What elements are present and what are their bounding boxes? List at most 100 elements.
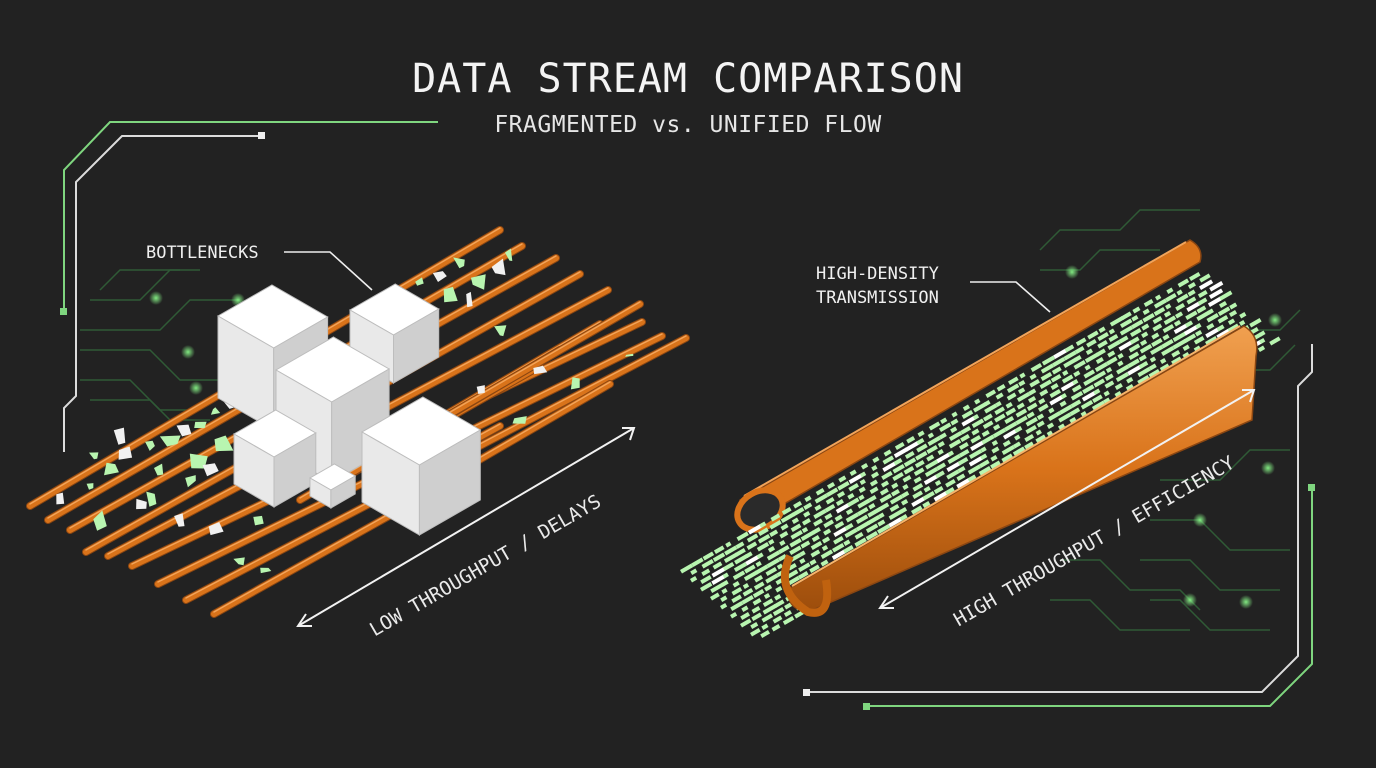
packet xyxy=(743,570,759,581)
packet xyxy=(813,508,827,519)
packet-fragment xyxy=(189,453,208,469)
packet xyxy=(1140,339,1148,346)
circuit-node-glow xyxy=(189,381,203,395)
packet xyxy=(787,563,797,571)
packet xyxy=(960,434,970,442)
packet xyxy=(928,421,941,431)
packet xyxy=(1162,324,1175,333)
packet xyxy=(847,497,860,507)
packet xyxy=(1001,445,1015,455)
packet-fragment xyxy=(202,463,219,477)
packet xyxy=(1183,333,1197,343)
packet xyxy=(854,532,864,540)
packet xyxy=(916,443,928,453)
packet xyxy=(1137,374,1150,385)
packet xyxy=(1160,358,1167,364)
packet xyxy=(811,535,820,542)
packet xyxy=(1039,379,1052,389)
packet xyxy=(815,488,825,496)
packet xyxy=(1004,416,1015,424)
packet xyxy=(1129,336,1140,345)
packet xyxy=(789,545,802,555)
packet xyxy=(1121,311,1132,320)
packet xyxy=(729,612,738,619)
packet-fragment xyxy=(118,446,133,460)
packet xyxy=(778,545,790,554)
packet xyxy=(858,486,866,493)
packet xyxy=(1063,350,1077,361)
packet xyxy=(1083,375,1098,386)
packet xyxy=(958,449,970,458)
packet xyxy=(750,628,761,637)
packet xyxy=(780,512,795,523)
packet xyxy=(1038,403,1049,412)
packet xyxy=(1196,305,1207,314)
packet xyxy=(1006,392,1017,401)
packet xyxy=(913,467,925,476)
packet xyxy=(1052,357,1066,367)
packet xyxy=(768,539,775,545)
packet xyxy=(940,417,948,424)
packet-fragment xyxy=(146,491,157,507)
packet xyxy=(1074,354,1082,362)
packet xyxy=(1082,384,1095,394)
packet xyxy=(773,599,785,608)
packet xyxy=(710,582,725,593)
frame-bracket-bottom-right xyxy=(803,344,1315,710)
packet xyxy=(858,494,865,501)
packet xyxy=(1257,345,1266,352)
packet xyxy=(991,439,999,446)
packet xyxy=(752,598,762,606)
circuit-node-glow xyxy=(1239,595,1253,609)
packet xyxy=(1016,392,1031,402)
packet xyxy=(936,452,951,463)
packet xyxy=(889,494,904,505)
packet xyxy=(1195,322,1202,329)
packet xyxy=(746,541,758,550)
packet xyxy=(1130,328,1142,337)
packet xyxy=(903,457,917,467)
packet xyxy=(1131,319,1144,329)
packet xyxy=(995,392,1004,400)
packet xyxy=(1026,402,1038,411)
packet xyxy=(793,500,803,509)
packet xyxy=(1166,287,1174,294)
packet xyxy=(1171,350,1181,358)
packet xyxy=(750,622,759,629)
packet xyxy=(883,449,892,457)
packet xyxy=(1185,310,1198,320)
packet xyxy=(831,549,846,560)
packet xyxy=(837,491,846,498)
packet xyxy=(859,471,867,478)
packet xyxy=(1108,328,1116,335)
packet xyxy=(823,528,832,536)
packet xyxy=(1162,334,1170,341)
packet xyxy=(1163,315,1177,325)
packet xyxy=(799,558,806,564)
packet xyxy=(968,449,983,459)
packet xyxy=(825,497,835,505)
packet xyxy=(957,465,966,473)
packet xyxy=(946,469,960,480)
packet xyxy=(1148,369,1161,378)
packet xyxy=(1059,400,1067,407)
page-title: DATA STREAM COMPARISON xyxy=(412,56,964,102)
packet xyxy=(1103,390,1110,397)
callout-line-2: TRANSMISSION xyxy=(816,288,939,308)
packet xyxy=(937,449,944,455)
pipe xyxy=(437,301,643,423)
packet xyxy=(1182,344,1190,351)
packet xyxy=(1206,323,1215,330)
packet xyxy=(1030,363,1043,372)
packet xyxy=(774,594,782,601)
packet xyxy=(1006,383,1020,393)
packet xyxy=(871,471,880,479)
packet xyxy=(1127,358,1140,368)
packet xyxy=(823,519,834,528)
packet xyxy=(1209,288,1224,299)
packet xyxy=(790,523,802,532)
packet xyxy=(972,413,980,420)
pipe-front-highlight xyxy=(791,325,1241,587)
packet xyxy=(752,589,765,598)
packet xyxy=(751,606,761,614)
